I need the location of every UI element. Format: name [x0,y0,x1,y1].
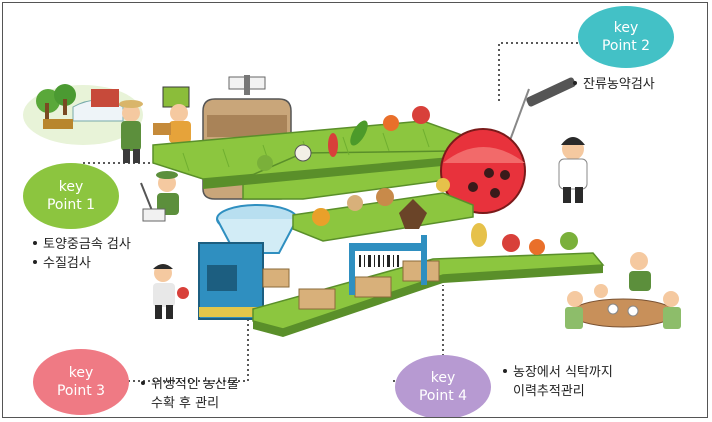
diagram-frame: key Point 1 key Point 2 key Point 3 key … [2,2,708,418]
key-point-3-line1: key [68,365,94,381]
vegetables-right [471,223,578,255]
key-point-4-items: 농장에서 식탁까지 이력추적관리 [503,363,613,401]
bullet-icon [33,260,37,264]
middle-conveyor [292,178,474,242]
key-point-4-line2: Point 4 [418,388,468,404]
bullet-icon [573,81,577,85]
key-point-2-item-1: 잔류농약검사 [583,77,655,92]
farmer-with-sign [153,86,191,143]
key-point-4-badge: key Point 4 [395,355,491,417]
key-point-4-item-1: 농장에서 식탁까지 [513,365,613,380]
key-point-3-item-2: 수확 후 관리 [151,396,220,411]
farm-area [23,84,143,145]
key-point-2-badge: key Point 2 [578,6,674,68]
key-point-4-item-2: 이력추적관리 [513,384,585,399]
key-point-1-item-1: 토양중금속 검사 [43,237,131,252]
bullet-icon [141,381,145,385]
conveyor-illustration [23,42,681,382]
key-point-1-items: 토양중금속 검사 수질검사 [33,235,131,273]
farmer-figure [119,100,143,163]
key-point-1-line2: Point 1 [46,197,96,213]
key-point-2-line2: Point 2 [601,38,651,54]
key-point-3-item-1: 위생적인 농산물 [151,377,239,392]
lower-conveyor [252,252,605,337]
key-point-1-badge: key Point 1 [23,163,119,229]
soil-inspector [140,171,179,222]
bullet-icon [503,369,507,373]
key-point-3-items: 위생적인 농산물 수확 후 관리 [141,375,239,413]
barcode-scanner [349,235,427,295]
washing-machine [198,204,298,320]
scientist-figure [558,137,588,203]
key-point-2-line1: key [613,20,639,36]
key-point-3-badge: key Point 3 [33,349,129,415]
key-point-2-items: 잔류농약검사 [573,75,655,94]
vegetables-top [257,106,430,171]
upper-conveyor [152,120,474,200]
pesticide-flask [440,77,576,214]
packing-worker [153,264,189,319]
key-point-4-line1: key [430,370,456,386]
dining-family [565,252,681,329]
key-point-1-item-2: 수질검사 [43,256,91,271]
bullet-icon [33,241,37,245]
key-point-1-line1: key [58,179,84,195]
key-point-3-line2: Point 3 [56,383,106,399]
